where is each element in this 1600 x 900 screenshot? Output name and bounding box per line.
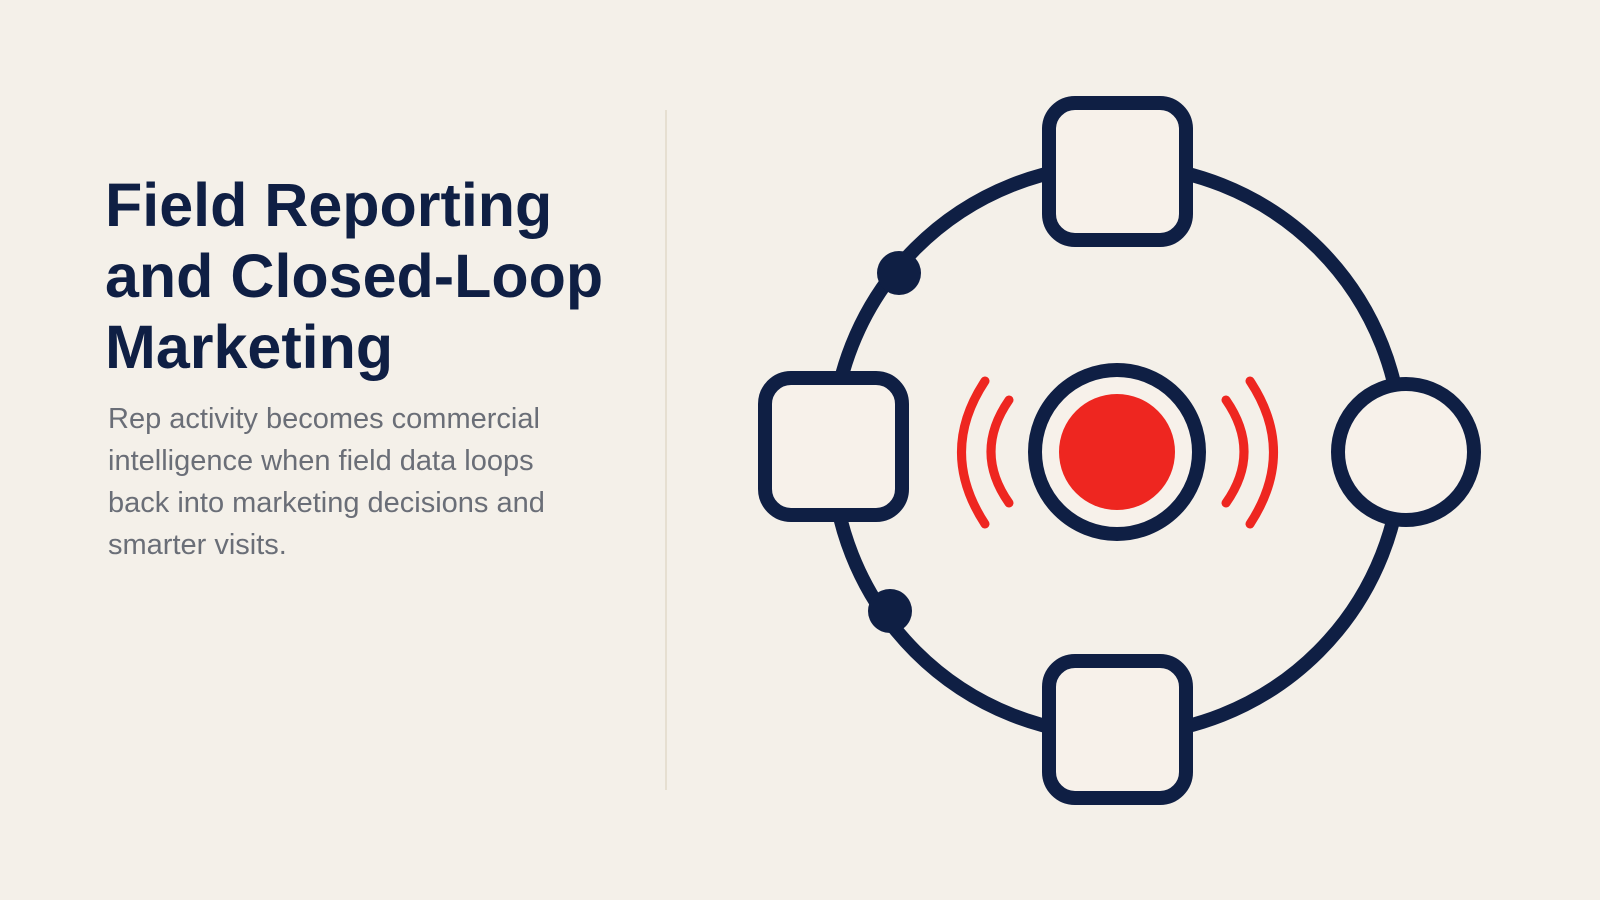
wave-left-inner: [986, 395, 1014, 508]
title-line-1: Field Reporting: [105, 171, 553, 239]
loop-dot-lower-left: [868, 589, 912, 633]
node-top-square: [1042, 96, 1193, 247]
center-record-dot: [1059, 394, 1175, 510]
slide-subtitle: Rep activity becomes commercial intellig…: [108, 398, 608, 566]
title-line-3: Marketing: [105, 313, 394, 381]
subtitle-line-3: back into marketing decisions and: [108, 487, 545, 519]
title-line-2: and Closed-Loop: [105, 242, 604, 310]
subtitle-line-1: Rep activity becomes commercial: [108, 403, 540, 435]
subtitle-line-4: smarter visits.: [108, 529, 287, 561]
node-bottom-square: [1042, 654, 1193, 805]
node-left-square: [758, 371, 909, 522]
slide-title: Field Reporting and Closed-Loop Marketin…: [105, 170, 645, 383]
vertical-divider: [665, 110, 667, 790]
wave-right-outer: [1245, 376, 1278, 529]
wave-right-inner: [1221, 395, 1249, 508]
wave-left-outer: [957, 376, 990, 529]
node-right-circle: [1331, 377, 1481, 527]
loop-dot-upper-left: [877, 251, 921, 295]
subtitle-line-2: intelligence when field data loops: [108, 445, 534, 477]
